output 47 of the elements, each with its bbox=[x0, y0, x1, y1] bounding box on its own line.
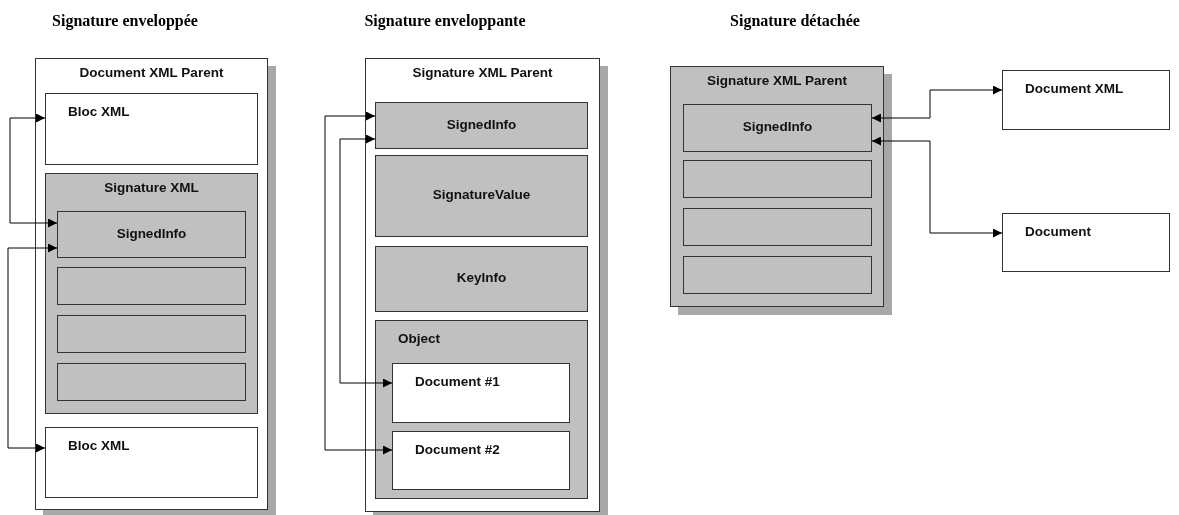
document-box bbox=[392, 363, 570, 423]
connector-arrow bbox=[9, 113, 58, 228]
document-box bbox=[392, 431, 570, 490]
box-label: SignedInfo bbox=[445, 116, 518, 132]
empty-box bbox=[57, 315, 246, 353]
panel-heading: Signature enveloppée bbox=[52, 12, 198, 30]
document-box bbox=[45, 93, 258, 165]
document-box bbox=[365, 58, 600, 512]
element-box bbox=[375, 155, 588, 237]
empty-box bbox=[683, 160, 872, 198]
empty-box bbox=[57, 267, 246, 305]
connector-arrow bbox=[339, 134, 393, 388]
connector-arrow bbox=[7, 243, 58, 453]
connector-arrow bbox=[324, 111, 393, 455]
document-box bbox=[1002, 213, 1170, 272]
box-label: SignatureValue bbox=[431, 187, 532, 202]
panel-heading: Signature enveloppante bbox=[364, 12, 526, 30]
empty-box bbox=[683, 256, 872, 294]
box-label: Signature XML Parent bbox=[706, 73, 848, 88]
box-label: SignedInfo bbox=[741, 119, 814, 134]
connector-arrow bbox=[871, 85, 1003, 123]
box-label: Document bbox=[1025, 224, 1091, 239]
document-box bbox=[1002, 70, 1170, 130]
element-box bbox=[57, 211, 246, 258]
element-box bbox=[375, 102, 588, 149]
box-label: Bloc XML bbox=[68, 438, 130, 453]
box-label: Bloc XML bbox=[68, 104, 130, 119]
panel-heading: Signature détachée bbox=[730, 12, 860, 30]
box-label: Document XML Parent bbox=[78, 65, 225, 80]
document-box bbox=[35, 58, 268, 510]
box-label: Object bbox=[398, 331, 440, 346]
box-label: Document #2 bbox=[415, 442, 500, 457]
connector-arrow bbox=[871, 136, 1003, 238]
document-box bbox=[45, 427, 258, 498]
box-label: SignedInfo bbox=[115, 225, 188, 241]
box-label: Document #1 bbox=[415, 374, 500, 389]
element-box bbox=[375, 320, 588, 499]
box-label: Signature XML Parent bbox=[411, 65, 554, 80]
element-box bbox=[670, 66, 884, 307]
box-label: Signature XML bbox=[103, 180, 200, 195]
element-box bbox=[683, 104, 872, 152]
box-label: KeyInfo bbox=[455, 270, 508, 285]
empty-box bbox=[57, 363, 246, 401]
box-label: Document XML bbox=[1025, 81, 1124, 96]
element-box bbox=[375, 246, 588, 312]
element-box bbox=[45, 173, 258, 414]
empty-box bbox=[683, 208, 872, 246]
